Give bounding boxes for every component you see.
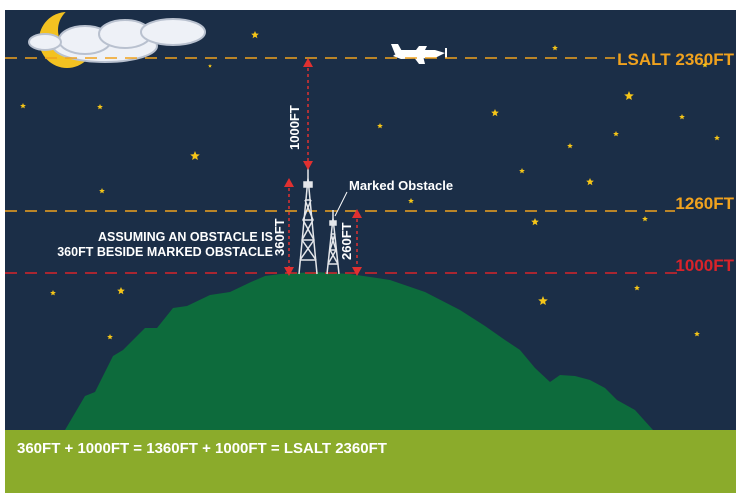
star-icon [538,296,548,305]
cloud-icon [28,18,206,63]
marked-obstacle-label: Marked Obstacle [349,178,453,193]
assumed-height-label: 360FT [272,218,287,256]
star-icon [107,334,113,340]
star-icon [634,285,640,291]
star-icon [694,331,700,337]
star-icon [408,198,414,204]
label-1260ft: 1260FT [675,194,734,213]
star-icon [190,151,200,160]
star-icon [97,104,103,110]
star-icon [251,31,259,39]
marked-obstacle-pointer [334,191,348,217]
star-icon [552,45,558,51]
star-icon [624,91,634,100]
label-1000ft: 1000FT [675,256,734,275]
star-icon [586,178,594,186]
ground [5,430,736,493]
lsalt-label: LSALT 2360FT [617,50,734,69]
star-icon [679,114,685,120]
clearance-label: 1000FT [287,105,302,150]
star-icon [519,168,525,174]
marked-obstacle-tower-icon [326,210,340,275]
clearance-arrow [303,58,313,170]
star-icon [208,64,212,68]
airplane-icon [391,44,447,64]
star-icon [491,109,499,117]
stars [20,31,720,340]
star-icon [714,135,720,141]
star-icon [531,218,539,226]
star-icon [117,287,125,295]
star-icon [20,103,26,109]
star-icon [567,143,573,149]
star-icon [377,123,383,129]
star-icon [702,62,708,68]
assumption-line-1: ASSUMING AN OBSTACLE IS [98,230,273,244]
transmission-tower-icon [298,168,318,275]
star-icon [613,131,619,137]
star-icon [642,216,648,222]
lsalt-formula: 360FT + 1000FT = 1360FT + 1000FT = LSALT… [17,440,387,457]
assumed-height-arrow [284,178,294,276]
marked-height-label: 260FT [339,222,354,260]
hill [65,272,653,430]
star-icon [99,188,105,194]
marked-height-arrow [352,209,362,276]
star-icon [50,290,56,296]
lsalt-diagram: LSALT 2360FT 1260FT 1000FT 1000FT 360FT … [5,10,736,493]
assumption-line-2: 360FT BESIDE MARKED OBSTACLE [57,245,273,259]
